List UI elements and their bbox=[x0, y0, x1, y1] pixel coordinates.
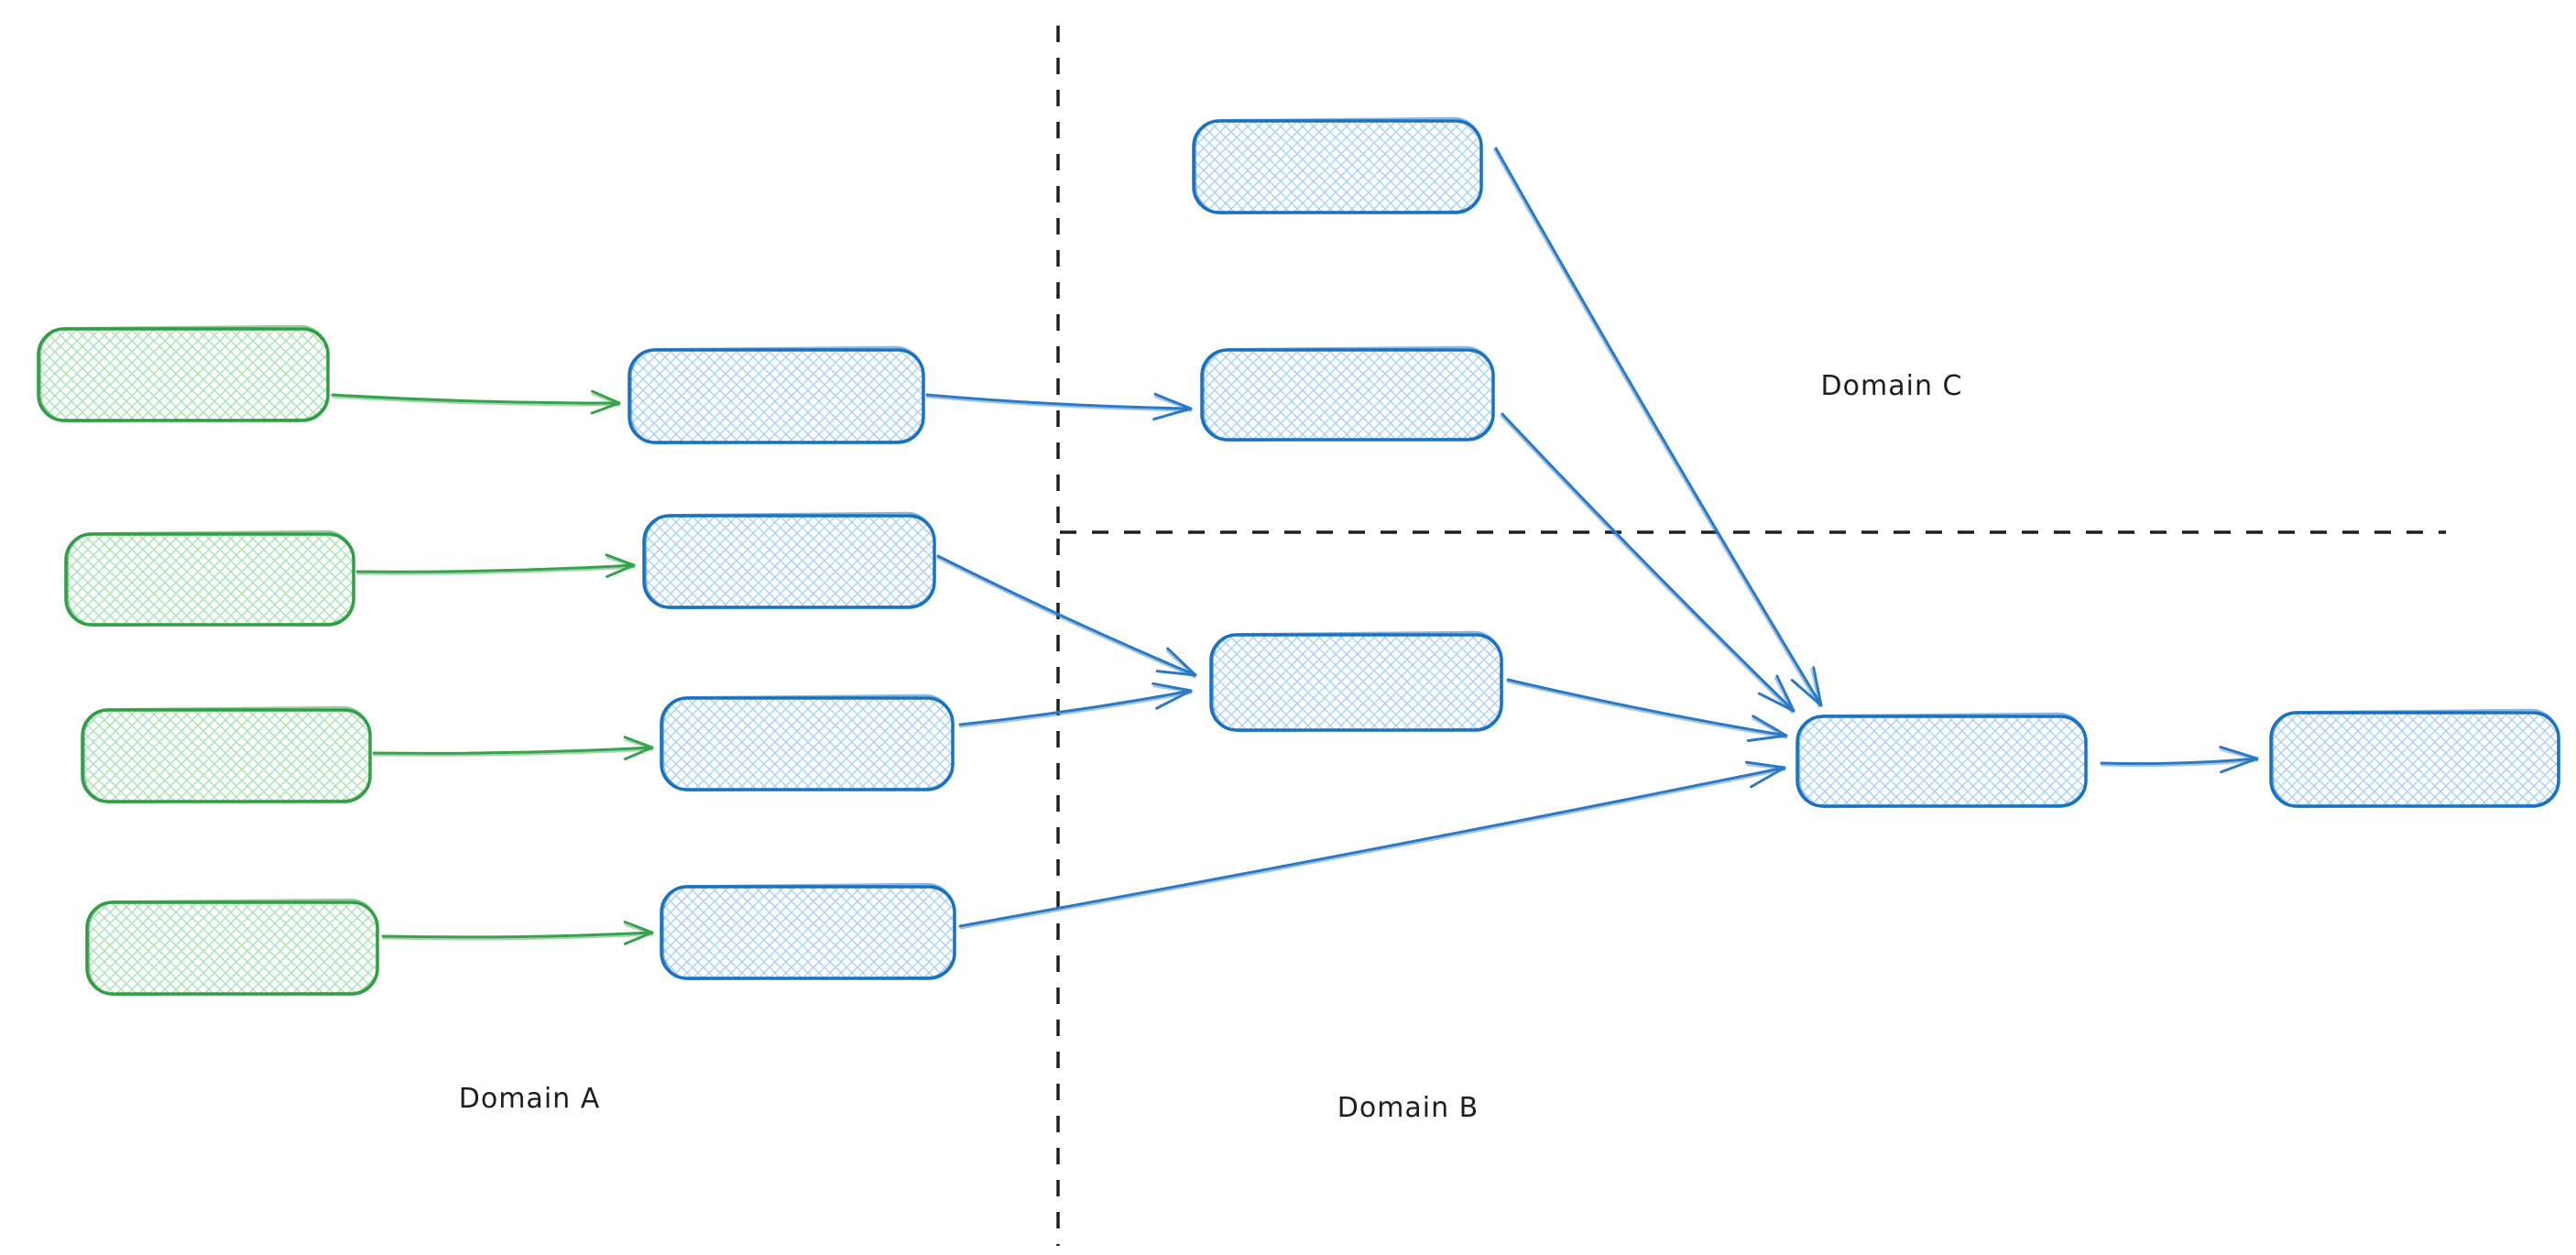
node-blue-hub[interactable] bbox=[1796, 712, 2088, 809]
node-blue-end[interactable] bbox=[2269, 708, 2560, 809]
node-green-4[interactable] bbox=[85, 898, 379, 997]
edge-g2-a2[interactable] bbox=[355, 553, 636, 579]
edge-a1-b1[interactable] bbox=[925, 392, 1193, 421]
node-blue-b1[interactable] bbox=[1200, 345, 1495, 442]
domain-a-label[interactable]: Domain A bbox=[459, 1083, 600, 1115]
edge-a3-b2[interactable] bbox=[958, 682, 1193, 728]
edge-g4-a4[interactable] bbox=[381, 921, 654, 945]
edge-t-hub[interactable] bbox=[1492, 147, 1823, 708]
domain-c-label[interactable]: Domain C bbox=[1821, 370, 1963, 402]
node-blue-t[interactable] bbox=[1192, 116, 1483, 215]
node-blue-b2[interactable] bbox=[1209, 630, 1503, 733]
edge-a2-b2[interactable] bbox=[935, 554, 1197, 679]
node-blue-a3[interactable] bbox=[660, 693, 955, 792]
domain-b-label[interactable]: Domain B bbox=[1337, 1092, 1479, 1124]
node-green-3[interactable] bbox=[81, 705, 372, 804]
node-blue-a4[interactable] bbox=[660, 882, 956, 981]
node-blue-a2[interactable] bbox=[642, 511, 936, 610]
edge-g1-a1[interactable] bbox=[331, 389, 621, 415]
node-green-1[interactable] bbox=[37, 324, 330, 423]
edge-b2-hub[interactable] bbox=[1506, 678, 1788, 743]
node-green-2[interactable] bbox=[64, 529, 355, 628]
edge-a4-hub[interactable] bbox=[958, 760, 1786, 930]
node-blue-a1[interactable] bbox=[628, 345, 925, 445]
edge-g3-a3[interactable] bbox=[372, 736, 654, 760]
edge-b1-hub[interactable] bbox=[1500, 412, 1796, 714]
edge-hub-end[interactable] bbox=[2100, 746, 2259, 774]
